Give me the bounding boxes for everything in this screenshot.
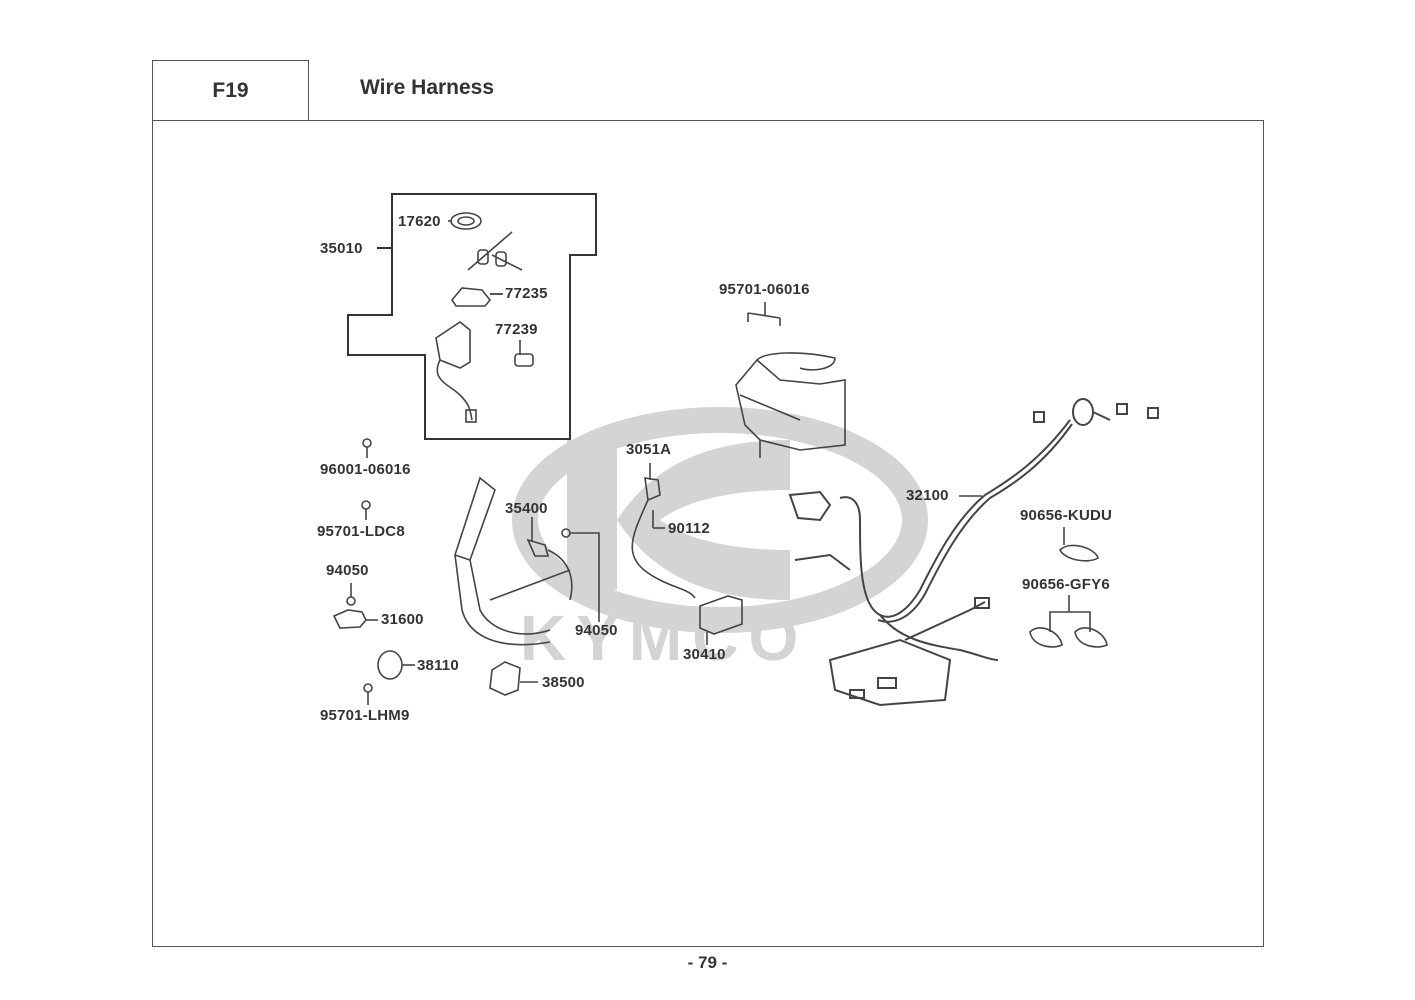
- part-frame-bracket: [453, 476, 573, 646]
- page-number: - 79 -: [687, 953, 728, 972]
- part-label-35010: 35010: [320, 240, 363, 257]
- part-label-95701-06016: 95701-06016: [719, 281, 810, 298]
- part-drawings: [332, 212, 1159, 707]
- part-95701-06016: [747, 302, 781, 326]
- part-31600: [332, 609, 378, 629]
- part-77239: [514, 340, 534, 367]
- part-77235: [451, 287, 502, 307]
- part-38500: [489, 661, 538, 696]
- watermark-k-stem: [567, 440, 617, 590]
- part-label-90112: 90112: [668, 520, 710, 537]
- kymco-watermark: KYMCO: [512, 407, 928, 674]
- part-label-35400: 35400: [505, 500, 548, 517]
- part-label-38110: 38110: [417, 657, 459, 674]
- part-label-94050-b: 94050: [575, 622, 618, 639]
- part-90656-GFY6: [1029, 595, 1108, 648]
- part-30410: [699, 595, 743, 645]
- part-label-31600: 31600: [381, 611, 424, 628]
- part-label-32100: 32100: [906, 487, 949, 504]
- part-label-17620: 17620: [398, 213, 441, 230]
- part-battery-box: [735, 352, 846, 458]
- part-90112: [652, 510, 665, 529]
- diagram-frame: [152, 120, 1264, 947]
- part-96001-06016: [362, 438, 372, 458]
- part-17620-ring: [448, 212, 482, 230]
- part-label-95701-LDC8: 95701-LDC8: [317, 523, 405, 540]
- page-title: Wire Harness: [360, 76, 495, 99]
- part-label-77239: 77239: [495, 321, 538, 338]
- part-label-94050: 94050: [326, 562, 369, 579]
- part-label-38500: 38500: [542, 674, 585, 691]
- watermark-ellipse: [512, 407, 928, 633]
- part-94050-b: [561, 528, 600, 622]
- part-label-95701-LHM9: 95701-LHM9: [320, 707, 410, 724]
- part-label-3051A: 3051A: [626, 441, 672, 458]
- part-label-96001-06016: 96001-06016: [320, 461, 411, 478]
- part-95701-LHM9: [363, 683, 373, 705]
- part-32100-harness: [788, 398, 1159, 707]
- part-95701-LDC8: [361, 500, 371, 520]
- part-3051A: [631, 463, 696, 599]
- part-90656-KUDU: [1059, 527, 1099, 562]
- key-set-group-outline: [347, 193, 597, 440]
- watermark-brand-text: KYMCO: [520, 602, 808, 674]
- part-38110: [377, 650, 415, 680]
- part-label-30410: 30410: [683, 646, 726, 663]
- part-label-77235: 77235: [505, 285, 548, 302]
- section-code: F19: [152, 60, 309, 120]
- part-94050-a: [346, 583, 356, 606]
- part-label-90656-KUDU: 90656-KUDU: [1020, 507, 1113, 524]
- part-keys: [467, 231, 523, 271]
- part-label-90656-GFY6: 90656-GFY6: [1022, 576, 1110, 593]
- part-ignition-switch: [435, 321, 477, 423]
- watermark-k-arm: [617, 440, 790, 600]
